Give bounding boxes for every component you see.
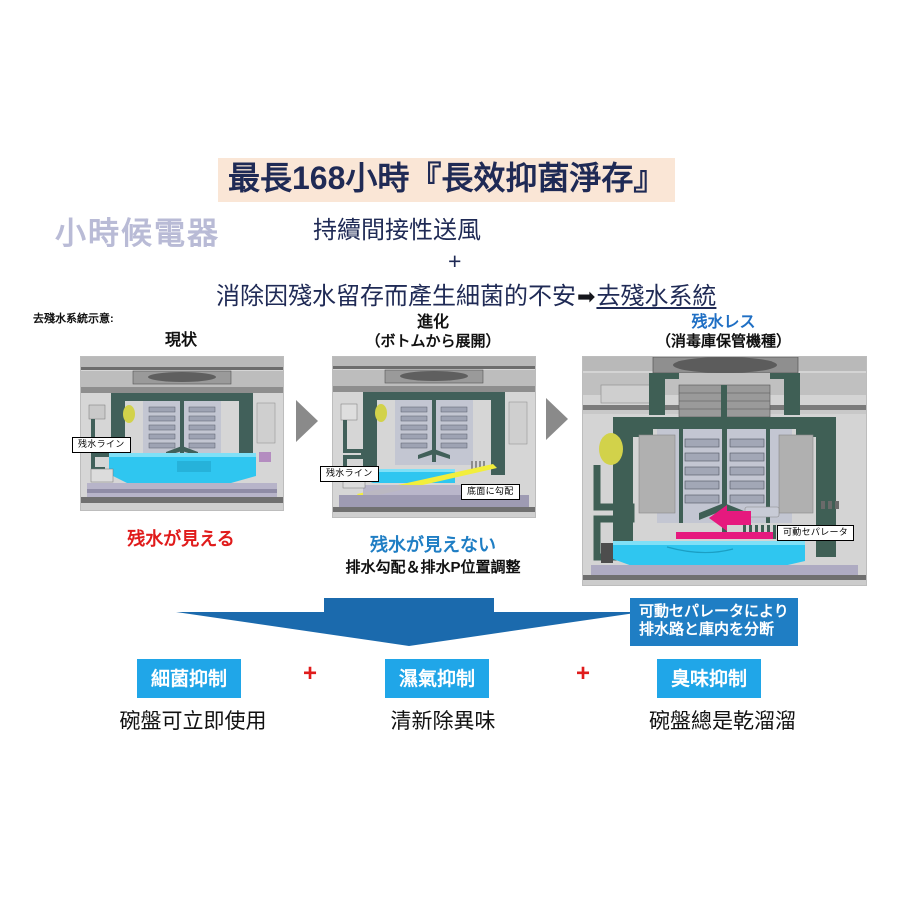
benefit-separator-1: + [303,660,318,687]
panel-2-heading: 進化 （ボトムから展開） [332,313,534,352]
benefit-caption-3: 碗盤總是乾溜溜 [649,710,796,733]
panel-3-heading-line1: 残水レス [691,314,756,331]
panel-1-image [80,356,284,511]
panel-2-caption: 残水が見えない [370,535,496,555]
panel-2-callout-2-text: 底面に勾配 [467,486,514,496]
flow-arrow-1-icon [296,400,318,442]
subtitle-line-2: 消除因殘水留存而產生細菌的不安➡去殘水系統 [216,276,716,311]
panel-1-callout-text: 残水ライン [78,439,125,449]
benefit-separator-2: + [576,660,591,687]
subtitle-link: 去殘水系統 [596,283,717,310]
section-label: 去殘水系統示意: [33,313,114,325]
flow-chevron-band [176,598,642,646]
panel-2-callout-bottom-slope: 底面に勾配 [461,484,520,500]
benefit-caption-2: 清新除異味 [390,710,496,733]
benefit-box-2: 濕氣抑制 [385,659,490,698]
benefit-box-1: 細菌抑制 [137,659,242,698]
panel-3-callout-text: 可動セパレータ [783,527,849,537]
panel-2-heading-line2: （ボトムから展開） [365,333,501,350]
panel-2-callout-residual-water-line: 残水ライン [320,466,379,482]
flow-arrow-2-icon [546,398,568,440]
benefit-caption-1: 碗盤可立即使用 [119,710,267,733]
benefit-box-3: 臭味抑制 [657,659,762,698]
panel-2-caption-sub: 排水勾配＆排水P位置調整 [345,559,521,576]
panel-3-heading-line2: （消毒庫保管機種） [655,333,791,350]
panel-2-callout-1-text: 残水ライン [326,468,373,478]
title-banner: 最長168小時『長效抑菌淨存』 [218,158,676,202]
panel-1-callout-residual-water-line: 残水ライン [72,437,131,453]
dishwasher-cutaway-evolved-icon [333,357,535,517]
page-title: 最長168小時『長效抑菌淨存』 [228,160,666,196]
dishwasher-cutaway-current-icon [81,357,283,510]
subtitle-line-1: 持續間接性送風 [313,217,481,244]
separator-info-box: 可動セパレータにより 排水路と庫内を分断 [630,598,798,646]
panel-2-heading-line1: 進化 [416,314,449,331]
panel-3-heading: 残水レス （消毒庫保管機種） [582,313,865,352]
separator-info-line2: 排水路と庫内を分断 [639,621,775,639]
subtitle-plus: + [448,248,462,274]
panel-3-callout-movable-separator: 可動セパレータ [777,525,855,541]
right-arrow-icon: ➡ [577,284,596,309]
panel-1-heading-line1: 現状 [164,332,197,349]
panel-2-image [332,356,536,518]
panel-1-heading: 現状 [80,331,282,351]
panel-1-caption: 残水が見える [127,529,235,549]
watermark-brand: 小時候電器 [55,216,220,251]
separator-info-line1: 可動セパレータにより [639,603,789,620]
dishwasher-cutaway-zero-residual-icon [583,357,866,585]
subtitle-line-2-text: 消除因殘水留存而產生細菌的不安 [216,283,576,310]
panel-3-image [582,356,867,586]
